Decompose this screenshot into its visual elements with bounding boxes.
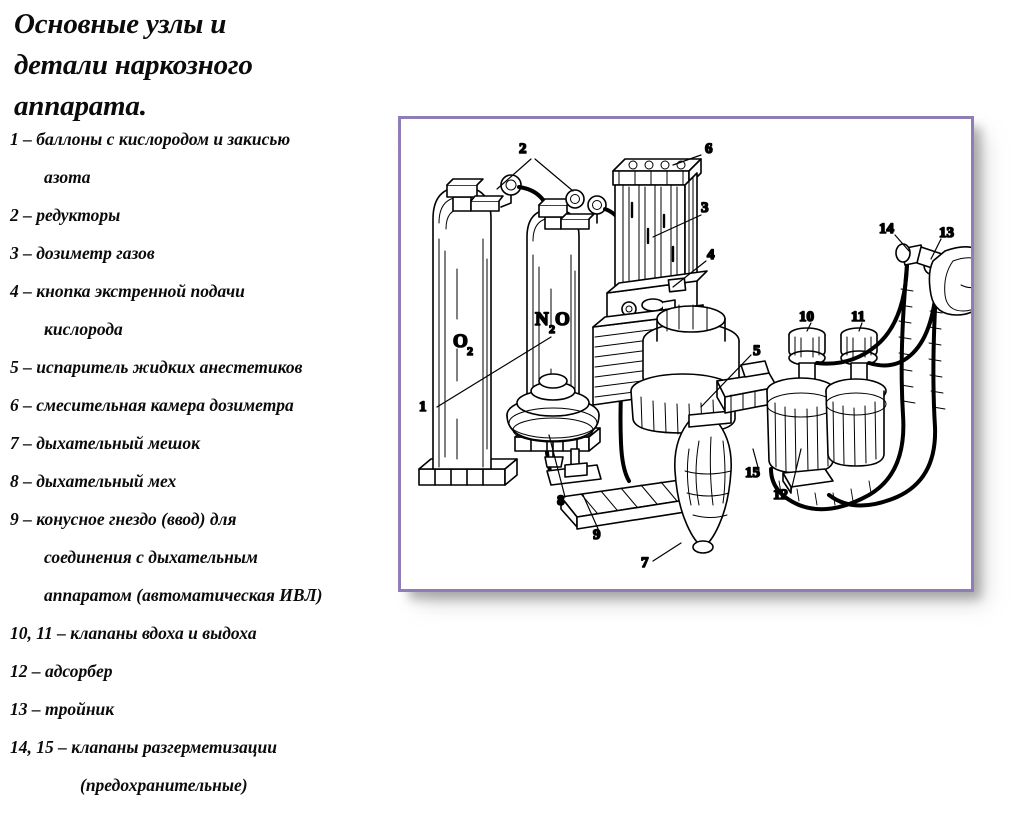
legend-item: 14, 15 – клапаны разгерметизации [10,737,277,757]
legend-item: (предохранительные) [80,775,248,795]
callout-5: 5 [753,343,761,359]
callout-1: 1 [419,399,427,415]
legend-item: кислорода [44,319,123,339]
legend-item: соединения с дыхательным [44,547,258,567]
valve-block [716,360,778,414]
legend-item: 12 – адсорбер [10,661,113,681]
callout-8: 8 [557,493,565,509]
legend-item: 7 – дыхательный мешок [10,433,200,453]
page-title-line-2: детали наркозного [14,49,253,81]
legend-item: 6 – смесительная камера дозиметра [10,395,294,415]
legend-item: аппаратом (автоматическая ИВЛ) [44,585,323,605]
callout-2: 2 [519,141,527,157]
gas-label-n2o: N [535,309,549,330]
oxygen-cylinder [418,174,555,486]
anesthesia-machine-diagram: O 2 [401,119,971,589]
page-title: Основные узлы и детали наркозного аппара… [14,4,394,127]
gas-label-o2: O [453,331,468,352]
callout-12: 12 [773,487,788,503]
callout-4: 4 [707,247,715,263]
legend-item: 5 – испаритель жидких анестетиков [10,357,303,377]
legend-item: 4 – кнопка экстренной подачи [10,281,245,301]
callout-9: 9 [593,527,601,543]
callout-6: 6 [705,141,713,157]
legend-item: 1 – баллоны с кислородом и закисью [10,129,291,149]
gas-label-n2o-sub: 2 [549,322,555,336]
figure-frame: O 2 [398,116,974,592]
legend-item: 8 – дыхательный мех [10,471,177,491]
callout-13: 13 [939,225,954,241]
legend-item: 13 – тройник [10,699,115,719]
callout-3: 3 [701,200,709,216]
callout-7: 7 [641,555,649,571]
legend-item: 2 – редукторы [10,205,121,225]
legend-item: 3 – дозиметр газов [10,243,155,263]
callout-14: 14 [879,221,895,237]
breathing-bellows [506,373,600,468]
breathing-circuit-hoses [769,243,971,512]
callout-11: 11 [851,309,865,325]
page-title-line-3: аппарата. [14,90,147,122]
legend-item: 10, 11 – клапаны вдоха и выдоха [10,623,257,643]
callout-10: 10 [799,309,814,325]
breathing-bag [674,410,732,554]
gas-label-o2-sub: 2 [467,344,473,358]
legend-list: 1 – баллоны с кислородом и закисью азота… [0,130,396,814]
page-title-line-1: Основные узлы и [14,8,227,40]
flowmeter-tower [606,158,708,328]
legend-item: азота [44,167,91,187]
gas-label-n2o-tail: O [555,309,570,330]
callout-15: 15 [745,465,760,481]
legend-item: 9 – конусное гнездо (ввод) для [10,509,237,529]
callout-leader-lines [436,154,942,562]
